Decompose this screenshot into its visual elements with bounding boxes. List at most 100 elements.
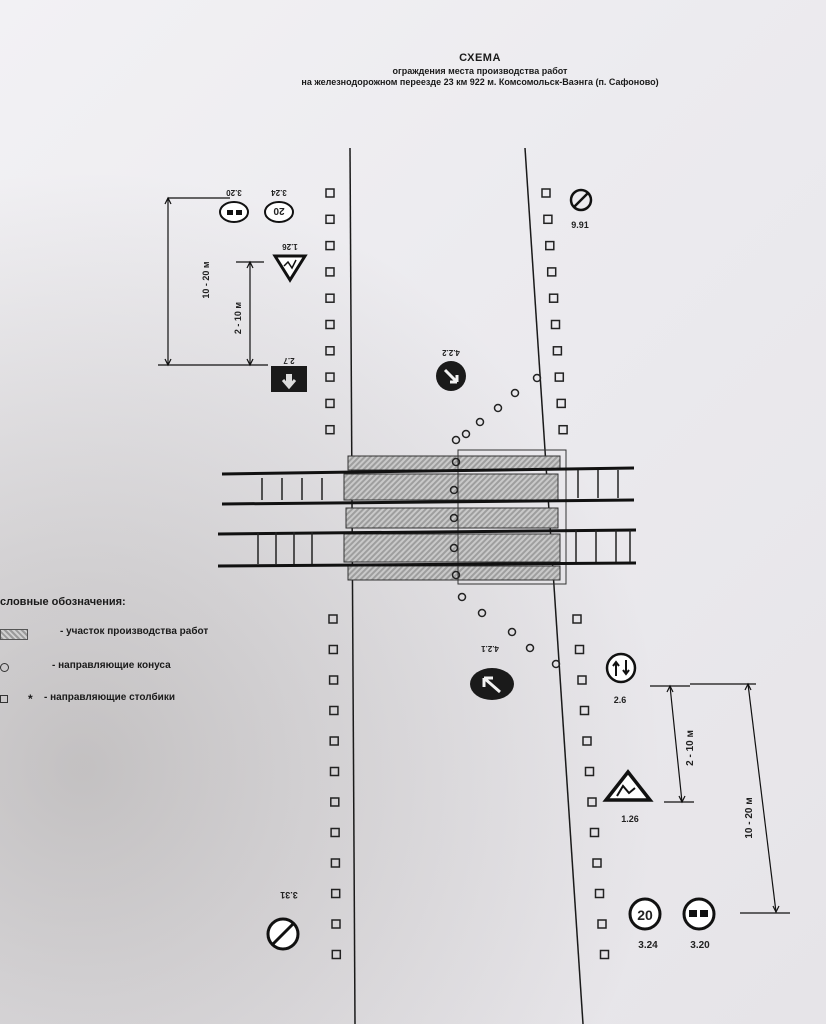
dimension-top-outer-label: 10 - 20 м: [201, 261, 211, 299]
guide-cone: [451, 457, 461, 467]
guide-cone: [507, 627, 517, 637]
scheme-title: СХЕМА: [459, 52, 501, 64]
dimension-top-inner-label: 2 - 10 м: [233, 302, 243, 335]
guide-cone: [477, 608, 487, 618]
guide-post: [331, 919, 341, 929]
guide-post: [325, 424, 335, 435]
road-works-sign-1-26-bottom: 1.26: [602, 769, 654, 824]
dimension-top-inner: [236, 260, 264, 367]
pass-left-sign-4-2-2: 4.2.2: [436, 348, 466, 391]
guide-post: [599, 949, 610, 960]
guide-post: [329, 766, 340, 777]
yield-oncoming-sign-2-6: 2.6: [605, 652, 637, 705]
guide-post: [328, 644, 339, 655]
guide-post: [556, 398, 566, 409]
guide-post: [325, 293, 335, 303]
guide-post: [325, 188, 335, 198]
guide-cone: [510, 388, 520, 398]
sign-label-1-26-bottom: 1.26: [621, 814, 639, 824]
guide-post: [329, 705, 339, 716]
dimension-bottom-outer-label: 10 - 20 м: [744, 797, 755, 838]
guide-post: [325, 346, 335, 356]
legend-post-marker: *: [28, 692, 33, 706]
guide-post: [597, 919, 607, 929]
legend-cones-text: - направляющие конуса: [52, 660, 171, 671]
guide-post: [328, 675, 339, 685]
guide-post: [574, 644, 585, 655]
sign-label-1-26-top: 1.26: [282, 242, 298, 251]
guide-cone: [451, 570, 461, 580]
guide-post: [325, 267, 335, 277]
guide-post: [541, 188, 551, 198]
guide-post: [325, 319, 335, 330]
guide-post: [325, 240, 335, 251]
guide-cone: [449, 485, 459, 495]
guide-post: [325, 214, 335, 225]
guide-cone: [475, 417, 485, 427]
guide-post: [325, 398, 335, 409]
guide-post: [552, 346, 563, 356]
guide-cone: [451, 435, 461, 445]
guide-post: [548, 293, 559, 303]
sign-label-9-91: 9.91: [571, 220, 589, 230]
guide-cone: [461, 429, 471, 439]
dimension-bottom-inner-label: 2 - 10 м: [685, 730, 696, 766]
guide-post: [589, 827, 600, 838]
speed-limit-sign-3-24-top: 20 3.24: [264, 188, 294, 223]
guide-cone: [457, 592, 467, 602]
guide-post: [330, 797, 340, 807]
guide-post: [550, 319, 561, 330]
pass-right-sign-4-2-1: 4.2.1: [470, 644, 514, 700]
guide-post: [331, 949, 342, 960]
no-overtaking-sign-3-20-top: 3.20: [219, 188, 249, 223]
sign-label-2-7: 2.7: [283, 356, 295, 365]
scheme-location: на железнодорожном переезде 23 км 922 м.…: [301, 77, 659, 87]
road-edge-right: [524, 147, 584, 1024]
guide-post: [325, 372, 335, 382]
speed-limit-sign-3-24-bottom: 20 3.24: [628, 897, 662, 951]
guide-post: [582, 736, 592, 746]
no-stopping-sign-9-91: 9.91: [569, 188, 593, 230]
no-overtaking-sign-3-20-bottom: 3.20: [682, 897, 716, 951]
sign-label-3-20-top: 3.20: [226, 188, 242, 197]
top-sign-group-inverted: 3.20 20 3.24: [219, 188, 294, 223]
guide-cone: [449, 513, 459, 523]
road-works-sign-1-26-top: 1.26: [272, 242, 308, 283]
sign-label-3-24-top: 3.24: [271, 188, 287, 197]
guide-cone: [449, 543, 459, 553]
road-edge-left: [349, 147, 356, 1024]
sign-label-2-6: 2.6: [614, 695, 627, 705]
guide-post: [579, 705, 590, 716]
guide-post: [577, 675, 587, 685]
guide-post: [584, 766, 595, 777]
sign-label-4-2-1: 4.2.1: [481, 644, 499, 653]
guide-post: [545, 240, 555, 251]
legend-posts-text: - направляющие столбики: [44, 692, 175, 703]
scheme-subtitle: ограждения места производства работ: [392, 66, 568, 76]
legend-work-zone-text: - участок производства работ: [60, 626, 209, 637]
guide-cone: [532, 373, 542, 383]
guide-post: [592, 858, 602, 868]
dimension-top-outer: [158, 196, 268, 367]
dimension-bottom-inner: [650, 684, 694, 804]
guide-post: [328, 614, 338, 624]
guide-post: [558, 424, 568, 435]
sign-label-3-24-bottom: 3.24: [638, 940, 658, 951]
work-zone-swatch: [0, 629, 28, 640]
priority-sign-2-7: 2.7: [271, 356, 307, 392]
sign-label-3-31: 3.31: [280, 890, 298, 900]
guide-cones: [449, 373, 561, 669]
post-symbol: [0, 695, 8, 703]
speed-limit-value-top: 20: [273, 205, 285, 216]
guide-post: [330, 858, 341, 868]
work-zone: [343, 449, 567, 585]
railway-tracks: [217, 466, 637, 568]
sign-label-3-20-bottom: 3.20: [690, 940, 710, 951]
dimension-bottom-outer: [690, 682, 790, 914]
cone-symbol: [0, 663, 9, 672]
guide-post: [330, 827, 340, 838]
title-block: СХЕМА ограждения места производства рабо…: [200, 52, 760, 87]
guide-posts: [325, 188, 610, 960]
legend-title: словные обозначения:: [0, 596, 126, 608]
